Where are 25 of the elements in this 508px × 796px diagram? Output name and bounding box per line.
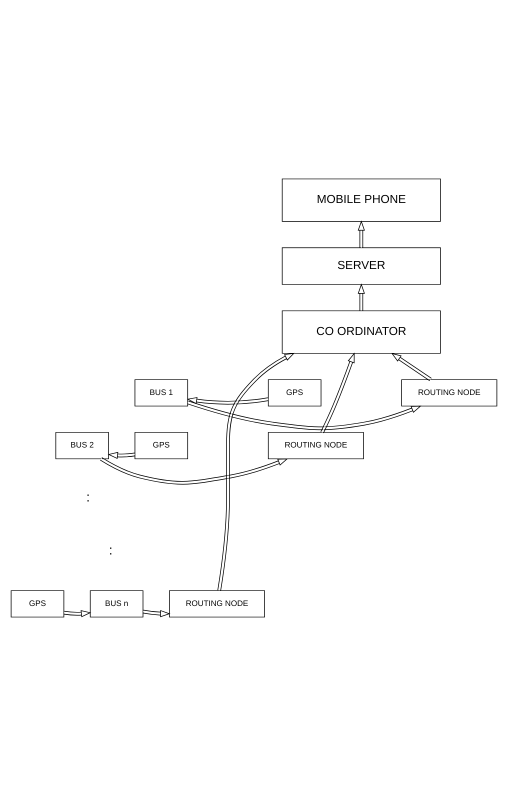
arrow <box>187 400 422 430</box>
node-box: ROUTING NODE <box>401 379 498 406</box>
arrow <box>358 283 365 311</box>
node-box: GPS <box>134 432 188 460</box>
node-box: GPS <box>268 379 322 406</box>
arrow <box>100 457 288 485</box>
label: : <box>108 542 113 558</box>
node-box: MOBILE PHONE <box>282 178 441 222</box>
arrow <box>391 352 432 382</box>
node-box: BUS n <box>90 590 144 618</box>
node-box: SERVER <box>282 247 441 285</box>
node-box: ROUTING NODE <box>169 590 265 618</box>
node-box: ROUTING NODE <box>268 432 364 460</box>
arrow <box>142 610 170 618</box>
node-box: BUS 2 <box>55 432 109 460</box>
arrow <box>358 220 365 248</box>
arrow <box>320 352 355 434</box>
node-box: CO ORDINATOR <box>282 310 441 354</box>
arrow <box>186 397 269 405</box>
arrow <box>108 452 136 460</box>
arrow <box>63 610 92 618</box>
arrow <box>217 352 295 591</box>
node-box: GPS <box>10 590 64 618</box>
label: : <box>86 490 90 505</box>
node-box: BUS 1 <box>134 379 188 406</box>
